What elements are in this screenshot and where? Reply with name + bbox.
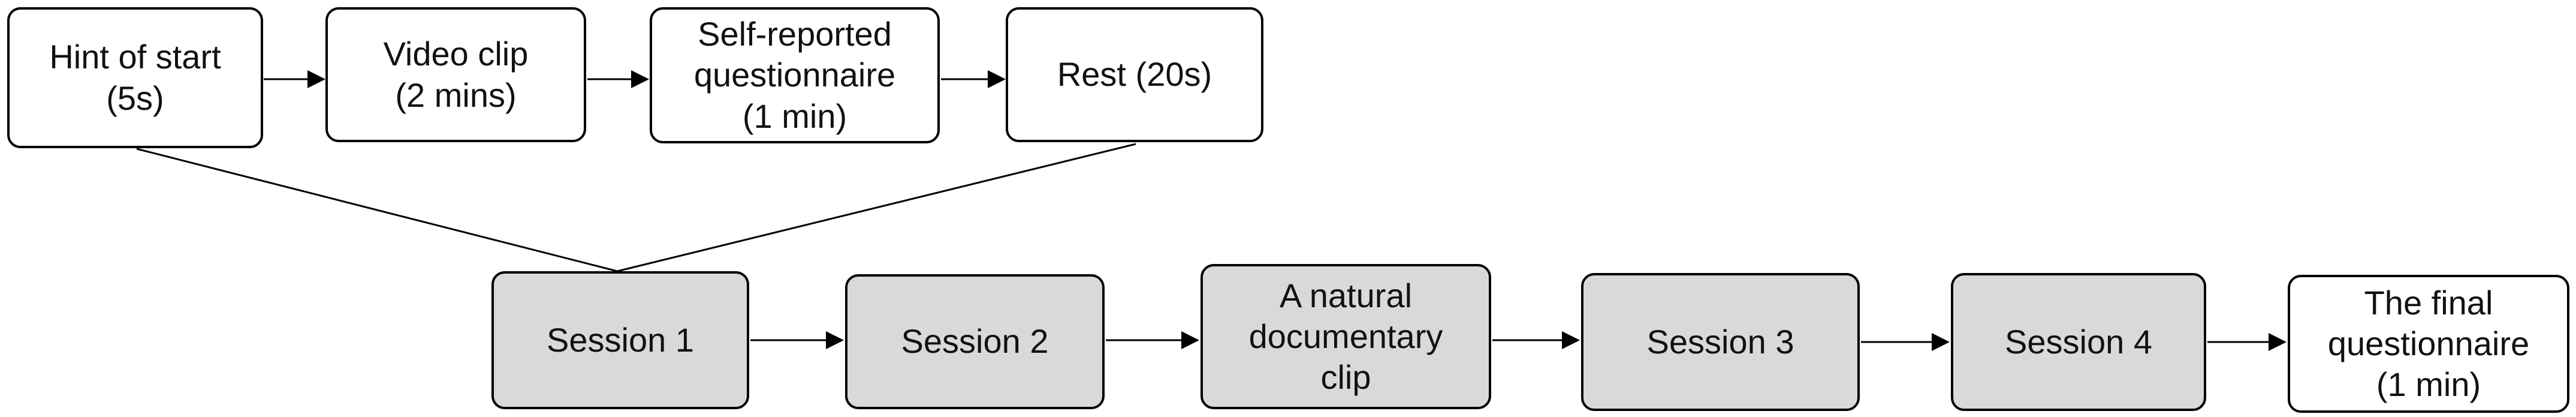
step-video-clip: Video clip (2 mins) (325, 7, 586, 142)
step-line: questionnaire (2327, 324, 2530, 362)
step-line: (1 min) (742, 97, 847, 135)
step-hint-of-start: Hint of start (5s) (7, 7, 263, 148)
step-line: Hint of start (49, 38, 221, 76)
expansion-line-left (136, 148, 618, 272)
step-rest: Rest (20s) (1006, 7, 1263, 142)
step-line: (2 mins) (395, 76, 517, 114)
step-session-2: Session 2 (845, 274, 1105, 409)
step-line: Video clip (383, 35, 529, 73)
step-line: Rest (20s) (1057, 55, 1212, 94)
step-final-questionnaire: The final questionnaire (1 min) (2288, 275, 2569, 413)
step-line: The final (2364, 283, 2493, 322)
step-line: Session 1 (547, 320, 694, 359)
step-self-reported-questionnaire: Self-reported questionnaire (1 min) (650, 7, 940, 143)
step-session-4: Session 4 (1951, 273, 2206, 411)
step-session-1: Session 1 (491, 271, 749, 409)
step-line: (5s) (106, 79, 164, 117)
step-line: Self-reported (698, 15, 892, 53)
step-line: (1 min) (2376, 365, 2481, 404)
step-line: Session 2 (901, 322, 1049, 361)
step-line: Session 4 (2005, 322, 2152, 361)
step-line: clip (1320, 358, 1371, 397)
step-session-3: Session 3 (1581, 273, 1860, 411)
step-line: questionnaire (693, 56, 896, 94)
expansion-line-right (617, 143, 1136, 272)
step-line: A natural (1279, 276, 1413, 314)
step-line: Session 3 (1646, 322, 1794, 361)
step-natural-documentary-clip: A natural documentary clip (1200, 264, 1491, 409)
step-line: documentary (1248, 317, 1443, 355)
